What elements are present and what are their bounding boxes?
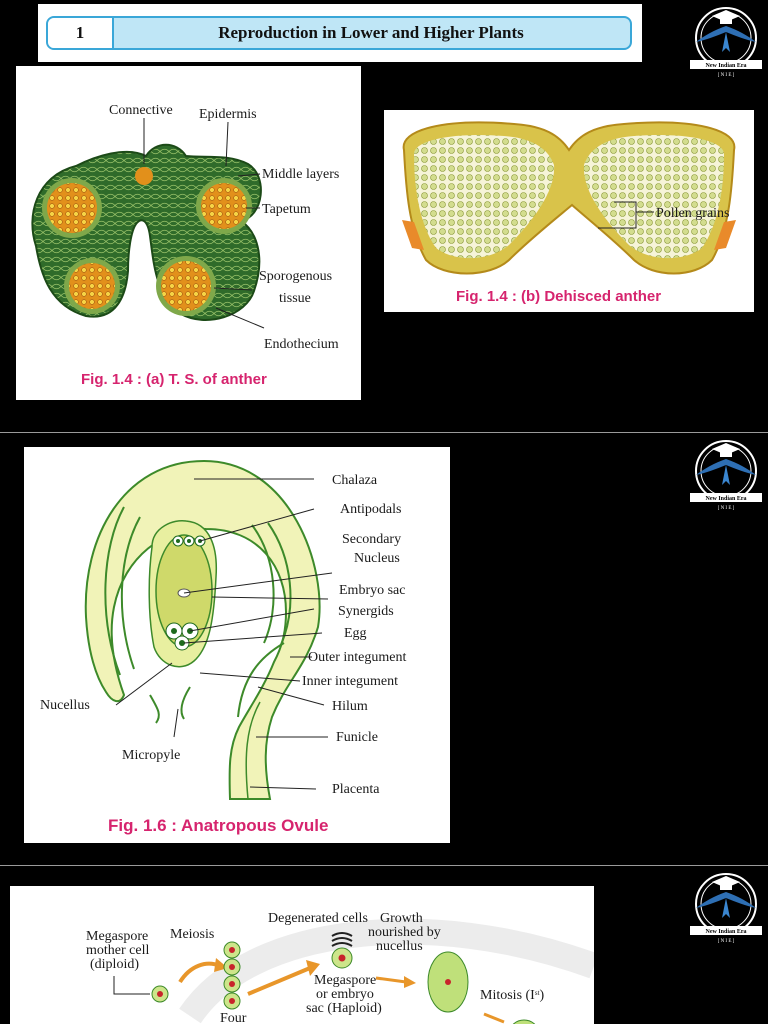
pollen-sacs — [42, 178, 252, 316]
chapter-title-bar: 1 Reproduction in Lower and Higher Plant… — [46, 16, 632, 50]
label-embryo-sac: Embryo sac — [339, 583, 405, 598]
slide-anther: 1 Reproduction in Lower and Higher Plant… — [0, 0, 768, 431]
chapter-header: 1 Reproduction in Lower and Higher Plant… — [38, 4, 642, 62]
next-stage-sac — [512, 1019, 536, 1024]
label-synergids: Synergids — [338, 604, 394, 619]
label-epidermis: Epidermis — [199, 107, 257, 122]
pollen-chamber-right — [583, 134, 724, 259]
logo-icon: New Indian Era [ N I E ] — [690, 440, 762, 511]
logo-subtext: [ N I E ] — [718, 939, 735, 944]
label-growth-3: nucellus — [376, 939, 423, 954]
pollen-chamber-left — [414, 134, 555, 259]
caption-fig-1-6: Fig. 1.6 : Anatropous Ovule — [108, 816, 328, 835]
label-endothecium: Endothecium — [264, 337, 339, 352]
growth-arrow — [247, 966, 311, 996]
label-four: Four — [220, 1011, 247, 1024]
label-tapetum: Tapetum — [262, 202, 311, 217]
label-nucellus: Nucellus — [40, 698, 90, 713]
background-arc — [179, 918, 594, 1024]
label-outer-integument: Outer integument — [308, 650, 406, 665]
label-secondary-2: Nucleus — [354, 551, 400, 566]
slide-ovule: New Indian Era [ N I E ] — [0, 433, 768, 864]
logo-subtext: [ N I E ] — [718, 73, 735, 78]
label-middle-layers: Middle layers — [262, 167, 339, 182]
chapter-number: 1 — [48, 18, 114, 48]
label-chalaza: Chalaza — [332, 473, 378, 488]
label-placenta: Placenta — [332, 782, 380, 797]
logo-text: New Indian Era — [705, 63, 746, 69]
mitosis-arrow — [483, 1012, 505, 1024]
stomium-left — [402, 220, 424, 250]
label-antipodals: Antipodals — [340, 502, 401, 517]
label-connective: Connective — [109, 103, 173, 118]
label-sporogenous-1: Sporogenous — [259, 269, 332, 284]
ovule-body — [84, 459, 321, 800]
label-hilum: Hilum — [332, 699, 368, 714]
logo-subtext: [ N I E ] — [718, 506, 735, 511]
integument-lines — [104, 506, 292, 724]
label-funicle: Funicle — [336, 730, 378, 745]
figure-anatropous-ovule: Chalaza Antipodals Secondary Nucleus Emb… — [24, 447, 450, 843]
mother-cell-leader — [113, 976, 150, 995]
caption-fig-b: Fig. 1.4 : (b) Dehisced anther — [456, 288, 661, 305]
slide-divider — [0, 432, 768, 433]
four-megaspores — [223, 941, 241, 1010]
figure-megasporogenesis: Megaspore mother cell (diploid) Meiosis … — [10, 886, 594, 1024]
ovule-leaders — [115, 478, 333, 790]
label-growth-2: nourished by — [368, 925, 441, 940]
figure-dehisced-anther: Pollen grains Fig. 1.4 : (b) Dehisced an… — [384, 110, 754, 312]
label-inner-integument: Inner integument — [302, 674, 398, 689]
label-growth-1: Growth — [380, 911, 423, 926]
leader-lines — [143, 118, 265, 329]
label-megaspore-mother-3: (diploid) — [90, 957, 139, 972]
pollen-leaders — [598, 201, 654, 229]
label-egg: Egg — [344, 626, 367, 641]
slide-divider — [0, 865, 768, 866]
label-sporogenous-2: tissue — [279, 291, 311, 306]
slide-megasporogenesis: New Indian Era [ N I E ] — [0, 866, 768, 1024]
antipodals — [172, 535, 206, 547]
label-degenerated-cells: Degenerated cells — [268, 911, 368, 926]
label-megaspore-mother-2: mother cell — [86, 943, 149, 958]
logo-text: New Indian Era — [705, 496, 746, 502]
logo-text: New Indian Era — [705, 929, 746, 935]
stomium-right — [714, 220, 736, 250]
chapter-title: Reproduction in Lower and Higher Plants — [218, 23, 524, 42]
logo-icon: New Indian Era [ N I E ] — [690, 873, 762, 944]
label-secondary-1: Secondary — [342, 532, 401, 547]
nourish-arrow — [375, 976, 407, 984]
label-micropyle: Micropyle — [122, 748, 180, 763]
label-megaspore-1: Megaspore — [314, 973, 376, 988]
label-megaspore-2: or embryo — [316, 987, 374, 1002]
figure-ts-anther: Connective Epidermis Middle layers Tapet… — [16, 66, 361, 400]
label-megaspore-3: sac (Haploid) — [306, 1001, 382, 1016]
label-pollen-grains: Pollen grains — [656, 206, 730, 221]
label-meiosis: Meiosis — [170, 927, 214, 942]
logo-icon: New Indian Era [ N I E ] — [690, 7, 762, 78]
label-mitosis: Mitosis (Ist) — [480, 988, 545, 1003]
label-megaspore-mother-1: Megaspore — [86, 929, 148, 944]
funicle — [245, 701, 261, 800]
connective-tissue — [135, 167, 153, 185]
caption-fig-a: Fig. 1.4 : (a) T. S. of anther — [81, 371, 267, 388]
degenerated-cells — [331, 932, 353, 947]
